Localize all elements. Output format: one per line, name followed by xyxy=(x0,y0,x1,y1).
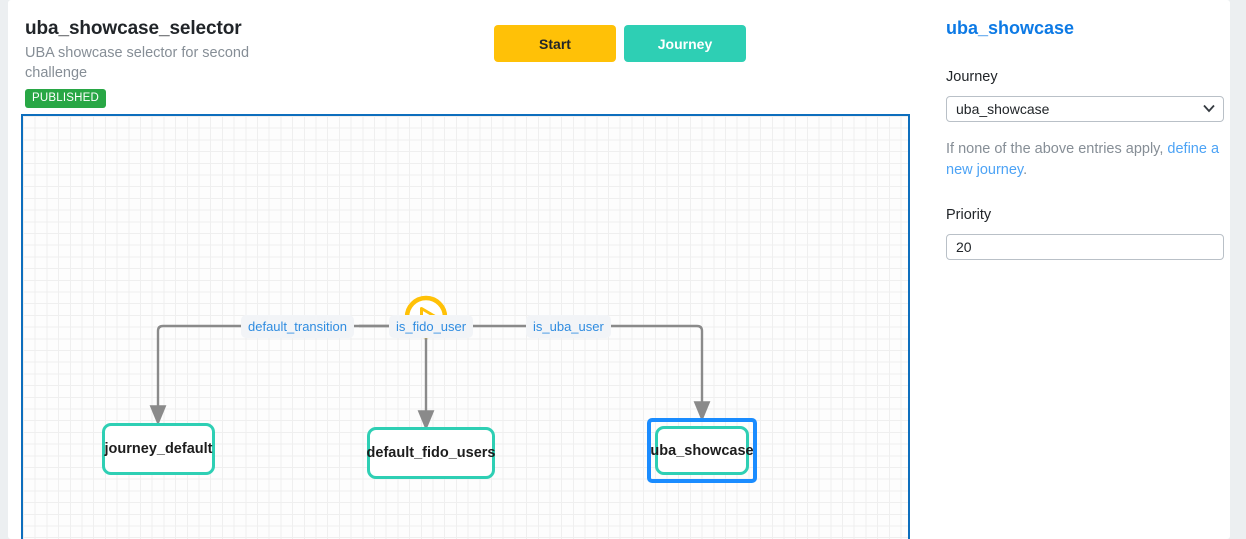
flow-canvas-inner: default_transition is_fido_user is_uba_u… xyxy=(23,116,908,539)
start-button[interactable]: Start xyxy=(494,25,616,62)
transition-label-is-uba-user[interactable]: is_uba_user xyxy=(526,315,611,338)
journey-help-prefix: If none of the above entries apply, xyxy=(946,141,1168,157)
journey-field-label: Journey xyxy=(946,69,998,85)
sidebar-title: uba_showcase xyxy=(946,18,1075,38)
properties-sidebar: uba_showcase Journey uba_showcase If non… xyxy=(938,0,1230,539)
journey-select[interactable]: uba_showcase xyxy=(946,96,1224,122)
flow-node-uba-showcase[interactable]: uba_showcase xyxy=(650,426,754,475)
right-gutter xyxy=(1230,0,1246,539)
journey-help-suffix: . xyxy=(1023,162,1028,178)
flow-node-uba-showcase-selection[interactable]: uba_showcase xyxy=(647,418,757,483)
main-card: uba_showcase_selector UBA showcase selec… xyxy=(8,0,1230,539)
define-new-journey-link[interactable]: define a new journey xyxy=(946,141,1220,178)
flow-connectors xyxy=(149,322,711,431)
page-subtitle: UBA showcase selector for second challen… xyxy=(25,45,250,81)
transition-label-is-fido-user[interactable]: is_fido_user xyxy=(389,315,474,338)
journey-button[interactable]: Journey xyxy=(624,25,746,62)
flow-canvas[interactable]: default_transition is_fido_user is_uba_u… xyxy=(21,114,910,539)
priority-input[interactable] xyxy=(946,234,1224,260)
flow-node-journey-default[interactable]: journey_default xyxy=(102,423,215,475)
status-badge: PUBLISHED xyxy=(25,89,106,108)
flow-node-default-fido-users[interactable]: default_fido_users xyxy=(367,427,495,479)
page-title: uba_showcase_selector xyxy=(25,18,242,39)
journey-help-text: If none of the above entries apply, defi… xyxy=(946,139,1229,181)
priority-field-label: Priority xyxy=(946,207,992,223)
transition-label-default-transition[interactable]: default_transition xyxy=(241,315,355,338)
